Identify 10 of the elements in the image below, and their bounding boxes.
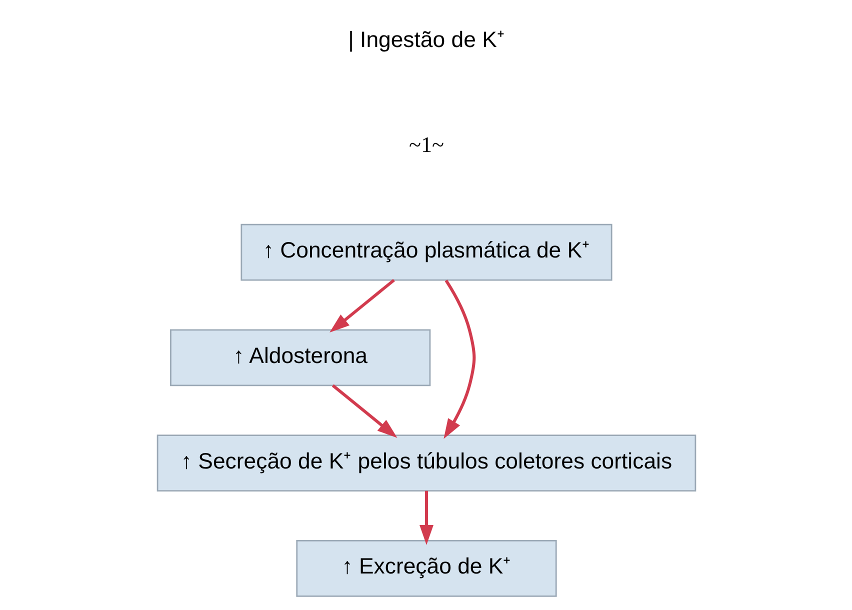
node-box: ↑ Excreção de K⁺ [296,540,556,597]
arrow [419,490,433,545]
node-box: ↑ Concentração plasmática de K⁺ [240,224,612,281]
node-box: ↑ Aldosterona [170,329,430,386]
label: ~1~ [408,132,444,158]
arrow [443,280,476,439]
node-box: ↑ Secreção de K⁺ pelos túbulos coletores corticais [156,434,696,492]
label: | Ingestão de K⁺ [348,26,504,52]
arrow [329,278,394,333]
arrow [331,384,397,438]
